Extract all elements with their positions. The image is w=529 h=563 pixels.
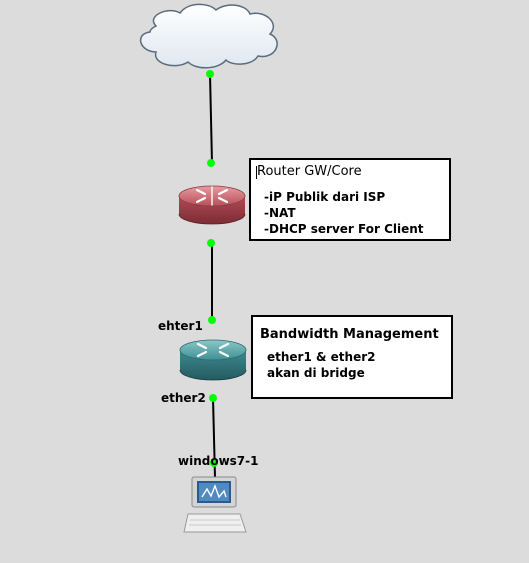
note-line: -NAT: [264, 206, 296, 220]
note-title: Router GW/Core: [257, 164, 362, 179]
note-title: Bandwidth Management: [260, 327, 439, 342]
note-line: -DHCP server For Client: [264, 222, 424, 236]
interface-label-bottom: ether2: [161, 391, 206, 405]
note-line: ether1 & ether2: [267, 350, 376, 364]
link-up-dot: [207, 239, 215, 247]
link-up-dot: [206, 70, 214, 78]
router-core-icon[interactable]: [178, 185, 246, 225]
computer-icon[interactable]: [183, 476, 247, 533]
link-cloud-router[interactable]: [209, 73, 213, 164]
link-up-dot: [210, 459, 218, 467]
link-up-dot: [208, 316, 216, 324]
note-line: -iP Publik dari ISP: [264, 190, 386, 204]
cloud-icon[interactable]: [139, 3, 278, 69]
bandwidth-router-icon[interactable]: [179, 339, 247, 381]
bandwidth-note[interactable]: Bandwidth Management ether1 & ether2 aka…: [251, 315, 453, 399]
link-up-dot: [209, 394, 217, 402]
client-label: windows7-1: [178, 454, 259, 468]
link-up-dot: [207, 159, 215, 167]
note-line: akan di bridge: [267, 366, 365, 380]
link-status-dots: [206, 70, 218, 467]
text-cursor: [256, 166, 257, 179]
router-core-note[interactable]: Router GW/Core -iP Publik dari ISP -NAT …: [249, 158, 451, 241]
interface-label-top: ehter1: [158, 319, 203, 333]
